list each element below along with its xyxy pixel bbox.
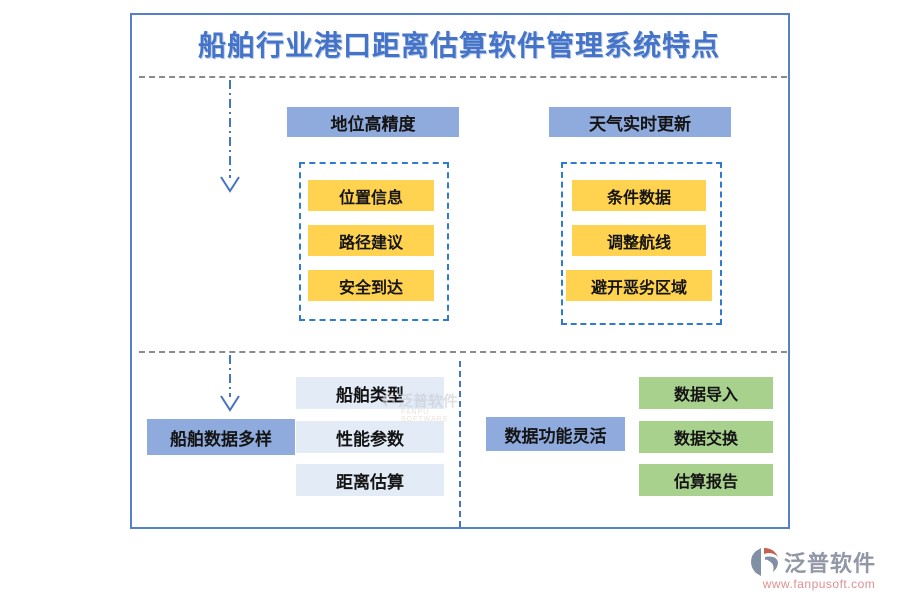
fanpu-logo-icon	[751, 548, 778, 576]
node-route-advice: 路径建议	[308, 225, 434, 256]
node-position-info: 位置信息	[308, 180, 434, 211]
logo-text: 泛普软件	[784, 551, 877, 576]
header-data-functions: 数据功能灵活	[486, 417, 625, 451]
divider-top	[139, 76, 787, 78]
group-positioning	[299, 162, 449, 321]
node-ship-type: 船舶类型	[296, 377, 444, 409]
node-safe-arrival: 安全到达	[308, 270, 434, 301]
flow-arrow-down-top	[220, 80, 240, 193]
node-estimate-report: 估算报告	[639, 464, 773, 496]
node-performance-params: 性能参数	[296, 421, 444, 453]
node-distance-estimate: 距离估算	[296, 464, 444, 496]
divider-vertical	[459, 361, 461, 527]
node-data-exchange: 数据交换	[639, 421, 773, 453]
group-weather	[561, 162, 722, 325]
node-data-import: 数据导入	[639, 377, 773, 409]
flow-arrow-down-bottom	[220, 355, 240, 412]
header-weather: 天气实时更新	[549, 107, 731, 137]
header-ship-data: 船舶数据多样	[147, 419, 295, 455]
page-title: 船舶行业港口距离估算软件管理系统特点	[197, 30, 720, 61]
node-adjust-route: 调整航线	[572, 225, 706, 256]
fanpu-logo[interactable]: 泛普软件 www.fanpusoft.com	[748, 546, 890, 591]
node-condition-data: 条件数据	[572, 180, 706, 211]
node-avoid-bad-area: 避开恶劣区域	[566, 270, 712, 301]
header-positioning: 地位高精度	[287, 107, 459, 137]
logo-url[interactable]: www.fanpusoft.com	[762, 577, 876, 591]
divider-middle	[139, 351, 787, 353]
